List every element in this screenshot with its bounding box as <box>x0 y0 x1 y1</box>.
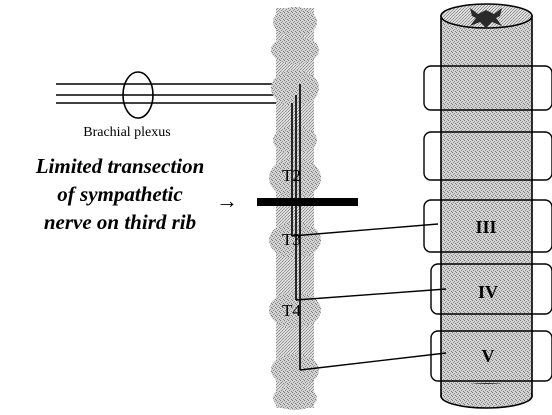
rib-label-v: V <box>482 346 495 366</box>
annotation-line-2: of sympathetic <box>57 182 183 206</box>
ganglion-label-t2: T2 <box>282 166 301 185</box>
rib-label-iv: IV <box>478 282 498 302</box>
sympathetic-chain <box>269 7 321 410</box>
arrow-icon: → <box>216 188 238 213</box>
ganglion-label-t4: T4 <box>282 301 301 320</box>
ganglion-label-t3: T3 <box>282 230 301 249</box>
rib-label-iii: III <box>475 217 496 237</box>
brachial-plexus-label: Brachial plexus <box>83 125 170 140</box>
brachial-plexus-lines <box>56 84 300 103</box>
annotation-line-3: nerve on third rib <box>44 210 196 234</box>
transection-bar <box>257 198 358 206</box>
annotation-line-1: Limited transection <box>35 154 205 178</box>
